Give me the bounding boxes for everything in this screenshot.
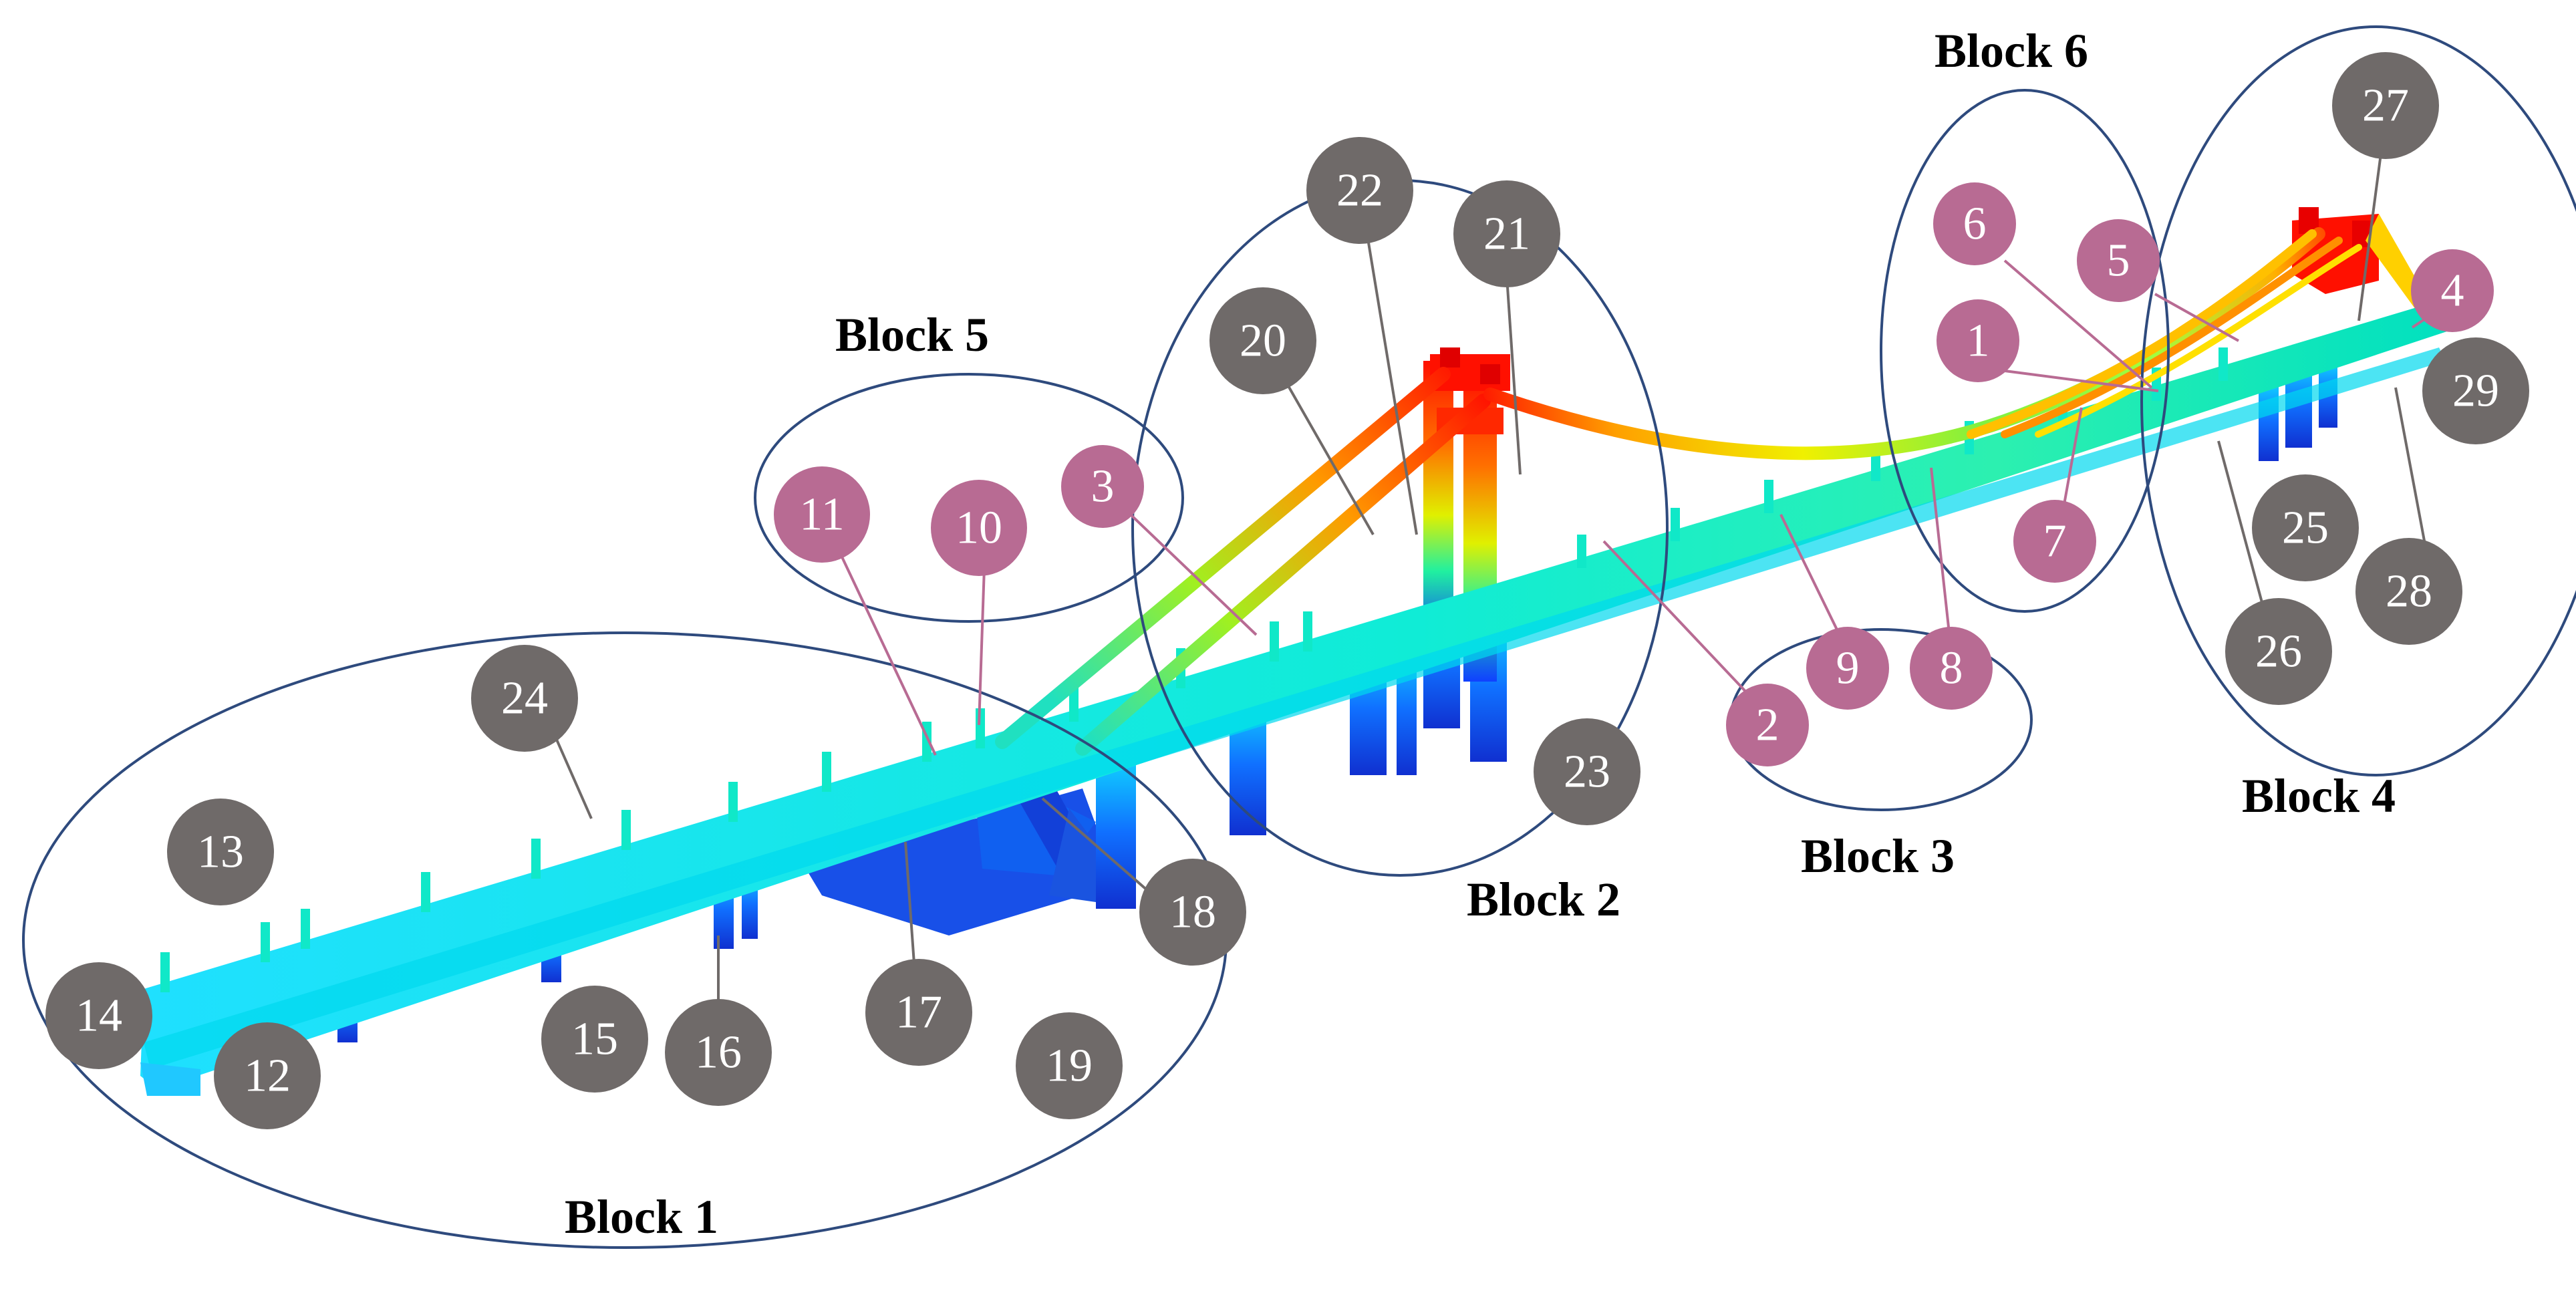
svg-text:16: 16 — [695, 1027, 742, 1078]
foundation-mass — [802, 788, 1109, 936]
svg-text:20: 20 — [1240, 315, 1286, 367]
svg-text:5: 5 — [2107, 235, 2130, 287]
svg-text:19: 19 — [1046, 1040, 1093, 1092]
marker-26: 26 — [2225, 598, 2332, 705]
svg-text:22: 22 — [1336, 165, 1383, 217]
marker-5: 5 — [2077, 219, 2160, 302]
marker-7: 7 — [2013, 500, 2096, 583]
svg-text:14: 14 — [76, 990, 122, 1042]
marker-22: 22 — [1306, 137, 1413, 244]
svg-text:17: 17 — [895, 987, 942, 1038]
marker-20: 20 — [1209, 287, 1316, 394]
marker-8: 8 — [1910, 627, 1993, 710]
marker-18: 18 — [1139, 859, 1246, 966]
marker-24: 24 — [471, 645, 578, 752]
block-5-ellipse — [754, 373, 1184, 623]
marker-13: 13 — [167, 799, 274, 905]
block-2-label: Block 2 — [1467, 873, 1620, 926]
svg-text:10: 10 — [956, 502, 1002, 554]
svg-text:8: 8 — [1940, 643, 1963, 694]
svg-text:21: 21 — [1483, 208, 1530, 260]
bridge-model — [140, 207, 2459, 1096]
marker-2: 2 — [1726, 684, 1809, 766]
svg-text:7: 7 — [2043, 516, 2067, 567]
svg-text:27: 27 — [2362, 80, 2409, 132]
svg-text:12: 12 — [244, 1050, 291, 1102]
marker-21: 21 — [1453, 180, 1560, 287]
svg-text:15: 15 — [571, 1014, 618, 1065]
block-4-label: Block 4 — [2242, 769, 2396, 823]
marker-29: 29 — [2422, 337, 2529, 444]
marker-17: 17 — [865, 959, 972, 1066]
svg-text:28: 28 — [2386, 566, 2432, 617]
block-1-label: Block 1 — [565, 1190, 718, 1244]
bridge-deck — [140, 301, 2459, 1096]
svg-text:26: 26 — [2255, 626, 2302, 678]
svg-text:18: 18 — [1169, 887, 1216, 938]
block-6-label: Block 6 — [1935, 24, 2088, 78]
svg-text:11: 11 — [799, 489, 844, 541]
svg-text:1: 1 — [1967, 315, 1990, 367]
block-6-ellipse — [1880, 89, 2170, 613]
marker-11: 11 — [774, 466, 870, 563]
svg-text:6: 6 — [1963, 198, 1987, 250]
marker-25: 25 — [2252, 474, 2359, 581]
svg-text:23: 23 — [1564, 746, 1610, 798]
gray-markers: 12 13 14 15 16 17 18 19 20 21 22 23 24 2… — [45, 52, 2529, 1129]
marker-23: 23 — [1534, 718, 1640, 825]
svg-text:3: 3 — [1091, 461, 1115, 513]
marker-3: 3 — [1061, 445, 1144, 528]
marker-4: 4 — [2411, 249, 2494, 332]
main-cables — [995, 227, 2362, 756]
block-4-ellipse — [2140, 25, 2576, 776]
block-labels: Block 1 Block 2 Block 3 Block 4 Block 5 … — [565, 24, 2396, 1244]
marker-15: 15 — [541, 986, 648, 1093]
svg-text:24: 24 — [501, 673, 548, 724]
svg-text:29: 29 — [2452, 366, 2499, 417]
marker-9: 9 — [1806, 627, 1889, 710]
marker-6: 6 — [1933, 182, 2016, 265]
block-ellipses — [22, 25, 2576, 1249]
marker-14: 14 — [45, 962, 152, 1069]
svg-text:4: 4 — [2441, 265, 2464, 317]
marker-16: 16 — [665, 999, 772, 1106]
svg-text:2: 2 — [1756, 700, 1779, 751]
marker-12: 12 — [214, 1022, 321, 1129]
marker-27: 27 — [2332, 52, 2439, 159]
marker-10: 10 — [931, 480, 1027, 576]
svg-text:9: 9 — [1836, 643, 1860, 694]
svg-text:25: 25 — [2282, 502, 2329, 554]
pink-markers: 1 2 3 4 5 6 7 8 9 10 11 — [774, 182, 2494, 766]
block-3-label: Block 3 — [1801, 829, 1955, 883]
svg-text:13: 13 — [197, 827, 244, 878]
main-tower-left — [1423, 347, 1510, 682]
marker-1: 1 — [1937, 299, 2019, 382]
marker-28: 28 — [2355, 538, 2462, 645]
block-5-label: Block 5 — [835, 308, 989, 362]
marker-19: 19 — [1016, 1012, 1123, 1119]
